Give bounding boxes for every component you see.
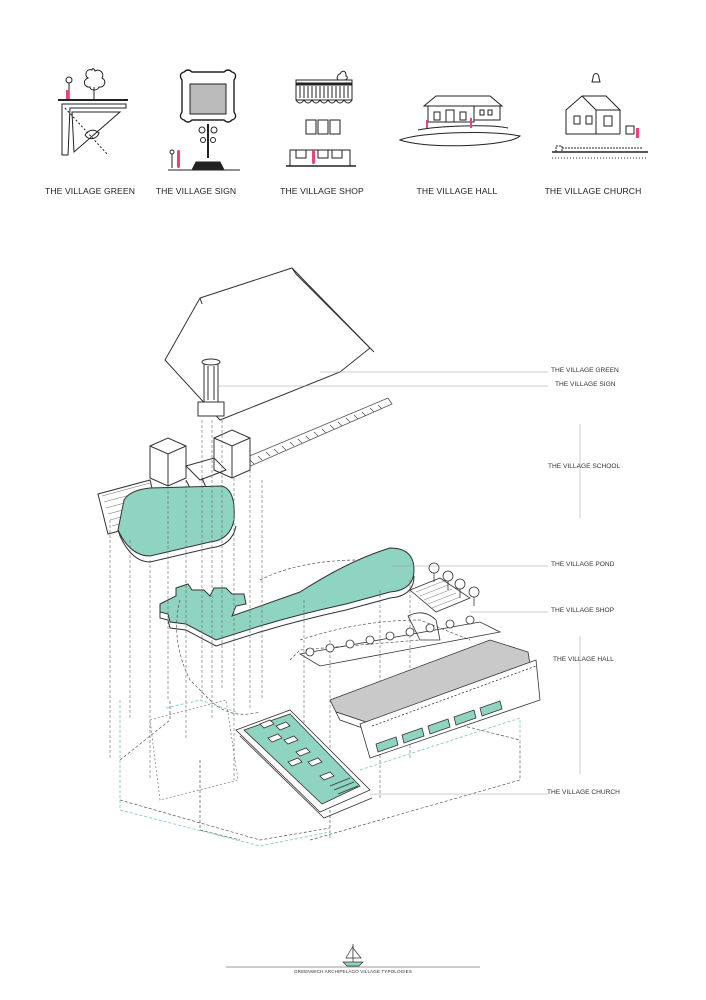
label-village-pond: THE VILLAGE POND bbox=[551, 561, 615, 568]
layer-village-church bbox=[149, 699, 373, 819]
label-village-school: THE VILLAGE SCHOOL bbox=[548, 463, 621, 470]
typology-label-shop: THE VILLAGE SHOP bbox=[280, 186, 364, 196]
typology-label-green: THE VILLAGE GREEN bbox=[44, 186, 136, 196]
typology-label-church: THE VILLAGE CHURCH bbox=[544, 186, 642, 196]
label-village-shop: THE VILLAGE SHOP bbox=[551, 607, 615, 614]
leader-lines bbox=[218, 371, 581, 795]
label-village-green: THE VILLAGE GREEN bbox=[551, 367, 619, 374]
village-green-icon bbox=[58, 68, 128, 156]
village-church-icon bbox=[552, 73, 648, 159]
label-village-church: THE VILLAGE CHURCH bbox=[547, 789, 620, 796]
layer-village-shop bbox=[407, 562, 480, 641]
label-village-sign: THE VILLAGE SIGN bbox=[555, 381, 616, 388]
label-village-hall: THE VILLAGE HALL bbox=[553, 656, 614, 663]
layer-village-sign bbox=[197, 358, 225, 417]
footer-title: GREENWICH ARCHIPELAGO VILLAGE TYPOLOGIES bbox=[293, 969, 413, 974]
layer-village-school bbox=[97, 429, 251, 535]
typology-label-hall: THE VILLAGE HALL bbox=[416, 186, 498, 196]
village-shop-icon bbox=[286, 70, 356, 167]
layer-village-pond bbox=[159, 547, 415, 647]
projection-lines bbox=[109, 420, 411, 840]
village-hall-icon bbox=[398, 95, 522, 147]
village-sign-icon bbox=[168, 69, 240, 171]
sailing-ship-logo bbox=[342, 944, 364, 967]
layer-village-hall bbox=[298, 615, 541, 759]
typology-label-sign: THE VILLAGE SIGN bbox=[155, 186, 237, 196]
